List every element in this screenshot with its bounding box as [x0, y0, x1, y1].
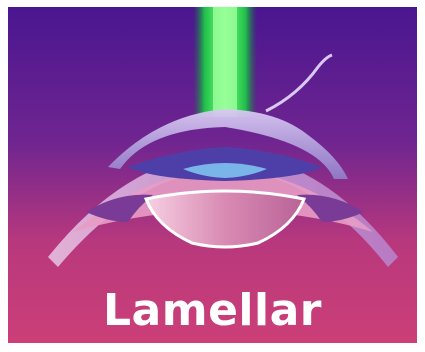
- laser-beam-icon: [193, 7, 257, 117]
- caption-label: Lamellar: [8, 282, 417, 340]
